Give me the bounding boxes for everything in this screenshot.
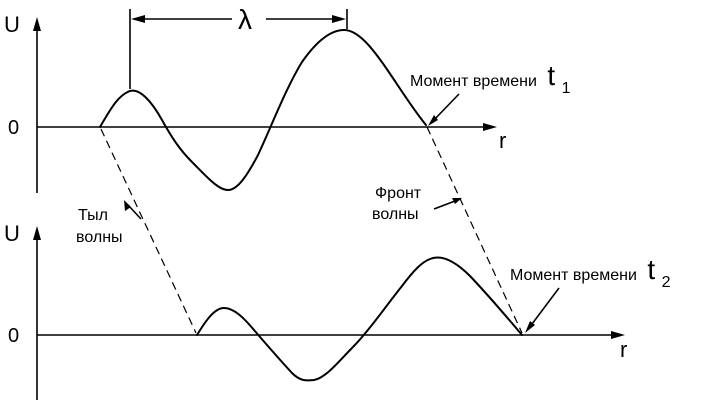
top-r-axis-arrow xyxy=(483,123,497,131)
pointer-rear-arrow xyxy=(124,200,131,211)
moment-t1-label: Момент времени t 1 xyxy=(410,60,571,97)
rear-label: Тыл волны xyxy=(76,207,123,246)
rear-label-line1: Тыл xyxy=(78,207,108,224)
pointer-front xyxy=(433,200,456,210)
lambda-arrow-left xyxy=(131,15,145,23)
pointer-lines xyxy=(124,93,560,333)
top-u-axis-arrow xyxy=(33,17,41,31)
top-u-label: U xyxy=(4,12,20,37)
rear-label-line2: волны xyxy=(76,229,123,246)
top-zero-label: 0 xyxy=(8,117,19,139)
bottom-zero-label: 0 xyxy=(8,325,19,347)
pointer-front-arrow xyxy=(452,198,462,204)
bottom-r-label: r xyxy=(620,337,627,362)
rear-dashed-line xyxy=(100,128,197,334)
pointer-moment-t2 xyxy=(528,287,560,329)
moment-t2-text: Момент времени xyxy=(510,267,637,284)
top-r-label: r xyxy=(499,128,506,153)
bottom-r-axis-arrow xyxy=(611,331,625,339)
wave-curve-t1 xyxy=(99,29,427,191)
wave-curve-t2 xyxy=(196,256,523,382)
lambda-arrow-right xyxy=(332,15,346,23)
moment-t1-subscript: 1 xyxy=(562,80,571,97)
lambda-symbol: λ xyxy=(238,4,252,35)
moment-t2-symbol: t xyxy=(647,254,655,285)
moment-t2-label: Момент времени t 2 xyxy=(510,254,671,291)
moment-t1-symbol: t xyxy=(547,60,555,91)
top-plot-axes xyxy=(33,17,497,193)
front-label-line2: волны xyxy=(372,206,419,223)
front-label: Фронт волны xyxy=(372,185,426,223)
moment-t2-subscript: 2 xyxy=(662,274,671,291)
pointer-moment-t1-arrow xyxy=(428,115,438,126)
moment-t1-text: Момент времени xyxy=(410,73,537,90)
front-label-line1: Фронт xyxy=(375,185,422,202)
pointer-moment-t1 xyxy=(431,93,460,123)
bottom-plot-axes xyxy=(33,226,625,400)
pointer-moment-t2-arrow xyxy=(525,321,535,333)
front-dashed-line xyxy=(426,126,523,334)
bottom-u-label: U xyxy=(4,221,20,246)
wavelength-dimension xyxy=(129,9,348,89)
bottom-u-axis-arrow xyxy=(33,226,41,240)
